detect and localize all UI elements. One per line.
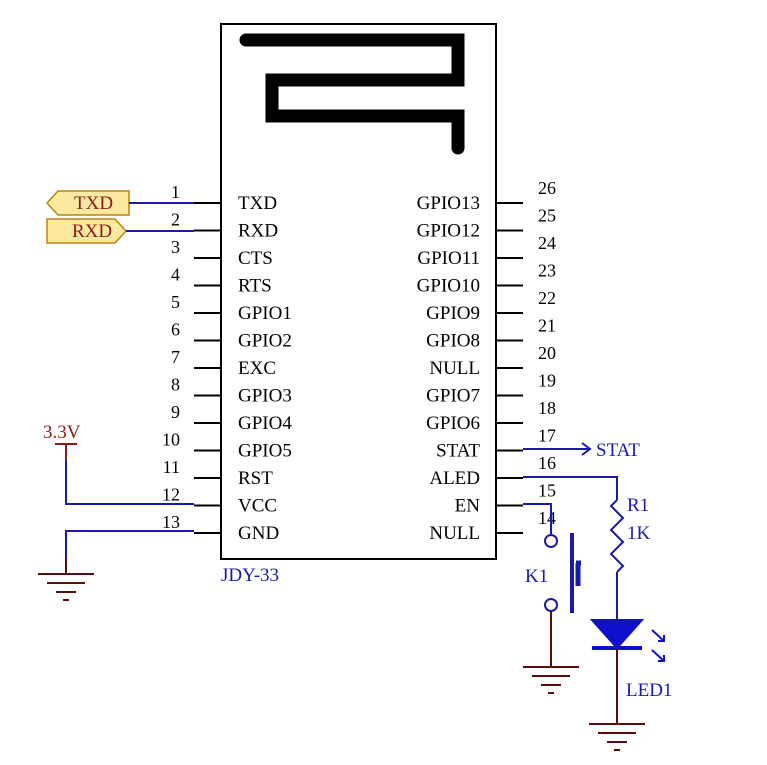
left-pin-name: GND <box>238 523 279 544</box>
left-pin-number: 4 <box>171 265 180 285</box>
right-pin-number: 19 <box>538 371 556 391</box>
aled-wire <box>523 476 618 500</box>
left-pin-name: CTS <box>238 248 273 269</box>
resistor-value: 1K <box>627 523 651 544</box>
switch-ref: K1 <box>525 566 548 587</box>
left-pin-number: 5 <box>171 292 180 312</box>
right-pin-number: 25 <box>538 206 556 226</box>
stat-port: STAT <box>523 440 640 461</box>
left-pin-number: 13 <box>162 512 180 532</box>
left-pin-number: 3 <box>171 237 180 257</box>
en-switch-circuit: K1 <box>523 503 581 694</box>
led-icon <box>589 619 665 662</box>
ground-symbol-led <box>589 723 645 751</box>
left-pin-name: GPIO5 <box>238 441 292 462</box>
left-pin-number: 10 <box>162 430 180 450</box>
rxd-port-shape <box>46 218 128 244</box>
right-pin-number: 16 <box>538 453 556 473</box>
left-pin-name: TXD <box>238 193 277 214</box>
left-pin-number: 1 <box>171 182 180 202</box>
right-pin-name: GPIO9 <box>426 303 480 324</box>
txd-port: TXD <box>45 190 194 216</box>
led-ref: LED1 <box>626 680 672 701</box>
vcc-wire <box>65 460 194 505</box>
right-pin-name: GPIO6 <box>426 413 480 434</box>
right-pin-name: GPIO13 <box>417 193 480 214</box>
left-pin-name: RXD <box>238 221 278 242</box>
switch-bottom-contact <box>544 598 558 612</box>
left-pin-number: 11 <box>163 457 180 477</box>
left-pin-number: 6 <box>171 320 180 340</box>
left-pin-name: EXC <box>238 358 276 379</box>
left-pin-name: GPIO1 <box>238 303 292 324</box>
left-pin-number: 7 <box>171 347 180 367</box>
right-pin-name: NULL <box>429 523 480 544</box>
left-pin-name: GPIO4 <box>238 413 292 434</box>
right-pin-name: GPIO12 <box>417 221 480 242</box>
aled-led-circuit: R1 1K LED1 <box>523 476 672 751</box>
left-pin-number: 8 <box>171 375 180 395</box>
right-pin-name: STAT <box>436 441 480 462</box>
right-pin-name: EN <box>455 496 481 517</box>
right-pin-number: 18 <box>538 398 556 418</box>
jdy-33-module: JDY-33 <box>220 23 497 586</box>
ground-symbol-left <box>38 558 94 601</box>
right-pin-number: 22 <box>538 288 556 308</box>
left-pin-number: 12 <box>162 485 180 505</box>
right-pin-number: 14 <box>538 508 556 528</box>
resistor-ref: R1 <box>627 495 649 516</box>
resistor-r1 <box>609 499 625 573</box>
left-pin-name: RST <box>238 468 273 489</box>
left-pin-name: GPIO3 <box>238 386 292 407</box>
switch-top-contact <box>544 534 558 548</box>
stat-arrow-icon <box>581 442 592 456</box>
right-pin-number: 17 <box>538 426 556 446</box>
right-pin-number: 24 <box>538 233 556 253</box>
rxd-port: RXD <box>46 218 194 244</box>
left-pin-name: GPIO2 <box>238 331 292 352</box>
right-pin-number: 20 <box>538 343 556 363</box>
right-pin-name: NULL <box>429 358 480 379</box>
left-pin-number: 2 <box>171 210 180 230</box>
txd-port-label: TXD <box>74 193 113 214</box>
ground-symbol-switch <box>523 666 579 694</box>
gnd-wire <box>65 530 194 573</box>
left-pin-name: VCC <box>238 496 277 517</box>
right-pin-name: GPIO8 <box>426 331 480 352</box>
power-label: 3.3V <box>43 422 81 443</box>
left-pin-number: 9 <box>171 402 180 422</box>
right-pin-number: 23 <box>538 261 556 281</box>
right-pin-number: 15 <box>538 481 556 501</box>
left-pin-name: RTS <box>238 276 272 297</box>
right-pin-name: ALED <box>429 468 480 489</box>
right-pin-name: GPIO11 <box>417 248 480 269</box>
right-pin-number: 21 <box>538 316 556 336</box>
gnd-net-left <box>38 530 194 601</box>
module-name: JDY-33 <box>221 565 279 586</box>
en-wire <box>523 503 552 535</box>
stat-port-label: STAT <box>596 440 640 461</box>
right-pin-number: 26 <box>538 178 556 198</box>
right-pin-name: GPIO10 <box>417 276 480 297</box>
right-pin-name: GPIO7 <box>426 386 480 407</box>
rxd-port-label: RXD <box>72 221 112 242</box>
pcb-antenna-trace <box>239 33 465 155</box>
power-3v3: 3.3V <box>43 422 194 505</box>
